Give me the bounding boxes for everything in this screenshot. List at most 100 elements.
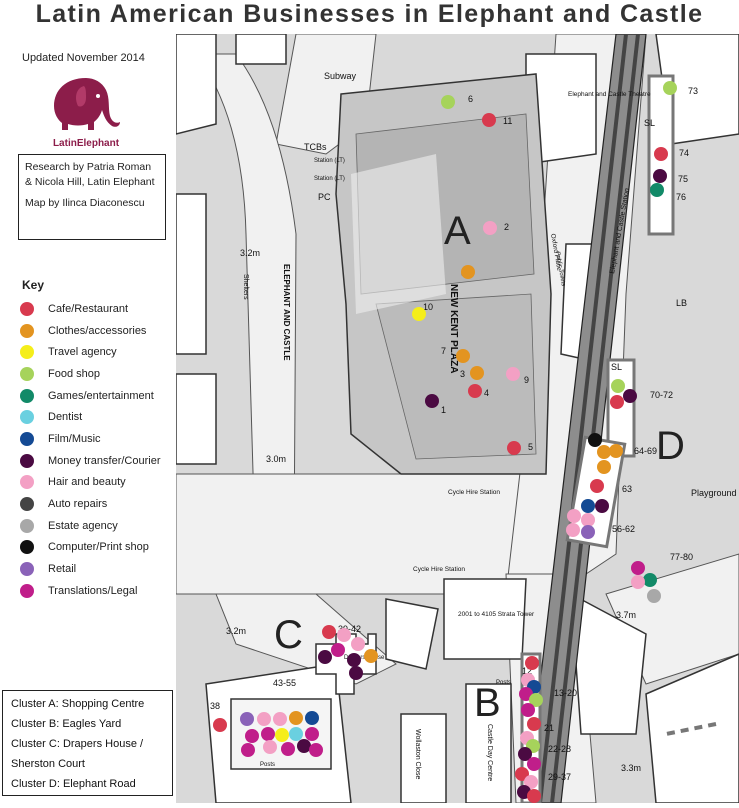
business-marker[interactable] — [581, 513, 595, 527]
business-marker[interactable] — [609, 444, 623, 458]
key-swatch — [20, 431, 34, 446]
business-marker[interactable] — [524, 775, 538, 789]
key-swatch — [20, 583, 34, 598]
business-marker[interactable] — [527, 717, 541, 731]
business-marker[interactable] — [257, 712, 271, 726]
business-marker[interactable] — [507, 441, 521, 455]
key-swatch — [20, 345, 34, 360]
business-marker[interactable] — [643, 573, 657, 587]
map-label: Playground — [691, 488, 737, 498]
business-marker[interactable] — [309, 743, 323, 757]
business-marker[interactable] — [263, 740, 277, 754]
key-label: Dentist — [48, 411, 83, 424]
key-item: Computer/Print shop — [20, 537, 161, 559]
business-marker[interactable] — [240, 712, 254, 726]
business-marker[interactable] — [461, 265, 475, 279]
business-marker[interactable] — [275, 728, 289, 742]
business-marker[interactable] — [322, 625, 336, 639]
map-label: 39-42 — [338, 624, 361, 634]
business-marker[interactable] — [412, 307, 426, 321]
business-marker[interactable] — [337, 628, 351, 642]
business-marker[interactable] — [318, 650, 332, 664]
key-item: Estate agency — [20, 515, 161, 537]
business-marker[interactable] — [331, 643, 345, 657]
business-marker[interactable] — [623, 389, 637, 403]
business-marker[interactable] — [527, 789, 541, 803]
business-marker[interactable] — [483, 221, 497, 235]
map-label: 6 — [468, 94, 473, 104]
business-marker[interactable] — [347, 653, 361, 667]
business-marker[interactable] — [506, 367, 520, 381]
map-label: 1 — [441, 405, 446, 415]
business-marker[interactable] — [521, 703, 535, 717]
business-marker[interactable] — [663, 81, 677, 95]
business-marker[interactable] — [590, 479, 604, 493]
key-label: Food shop — [48, 367, 100, 380]
key-item: Hair and beauty — [20, 472, 161, 494]
business-marker[interactable] — [441, 95, 455, 109]
business-marker[interactable] — [588, 433, 602, 447]
building-drapers-wing — [385, 598, 439, 670]
business-marker[interactable] — [654, 147, 668, 161]
key-swatch — [20, 453, 34, 468]
legend-panel: Updated November 2014 LatinElephant Rese… — [0, 34, 178, 803]
map-label: Public Toilets — [554, 251, 566, 286]
business-marker[interactable] — [529, 693, 543, 707]
business-marker[interactable] — [281, 742, 295, 756]
business-marker[interactable] — [468, 384, 482, 398]
business-marker[interactable] — [581, 499, 595, 513]
map-label: ELEPHANT AND CASTLE — [282, 264, 291, 361]
credits-box: Research by Patria Roman & Nicola Hill, … — [18, 154, 166, 240]
business-marker[interactable] — [349, 666, 363, 680]
business-marker[interactable] — [610, 395, 624, 409]
business-marker[interactable] — [567, 509, 581, 523]
business-marker[interactable] — [289, 711, 303, 725]
business-marker[interactable] — [456, 349, 470, 363]
map-credit: Map by Ilinca Diaconescu — [25, 197, 145, 209]
business-marker[interactable] — [581, 525, 595, 539]
business-marker[interactable] — [525, 656, 539, 670]
business-marker[interactable] — [518, 747, 532, 761]
business-marker[interactable] — [482, 113, 496, 127]
business-marker[interactable] — [297, 739, 311, 753]
map-label: LB — [676, 298, 687, 308]
business-marker[interactable] — [527, 757, 541, 771]
business-marker[interactable] — [213, 718, 227, 732]
business-marker[interactable] — [261, 727, 275, 741]
business-marker[interactable] — [566, 523, 580, 537]
business-marker[interactable] — [273, 712, 287, 726]
business-marker[interactable] — [653, 169, 667, 183]
business-marker[interactable] — [515, 767, 529, 781]
business-marker[interactable] — [245, 729, 259, 743]
street-map[interactable]: A B C D 61128107394157374757670-7264-696… — [175, 33, 739, 805]
business-marker[interactable] — [351, 637, 365, 651]
key-item: Retail — [20, 558, 161, 580]
business-marker[interactable] — [425, 394, 439, 408]
clusters-box: Cluster A: Shopping Centre Cluster B: Ea… — [2, 690, 173, 796]
key-swatch — [20, 301, 34, 316]
map-label: NEW KENT PLAZA — [448, 284, 459, 373]
business-marker[interactable] — [595, 499, 609, 513]
map-label: PC — [318, 192, 331, 202]
business-marker[interactable] — [597, 460, 611, 474]
business-marker[interactable] — [241, 743, 255, 757]
business-marker[interactable] — [631, 575, 645, 589]
map-label: 76 — [676, 192, 686, 202]
key-label: Money transfer/Courier — [48, 454, 161, 467]
business-marker[interactable] — [305, 727, 319, 741]
business-marker[interactable] — [631, 561, 645, 575]
business-marker[interactable] — [289, 727, 303, 741]
business-marker[interactable] — [650, 183, 664, 197]
business-marker[interactable] — [305, 711, 319, 725]
key-label: Clothes/accessories — [48, 324, 147, 337]
business-marker[interactable] — [647, 589, 661, 603]
map-label: Posts — [496, 680, 511, 686]
business-marker[interactable] — [611, 379, 625, 393]
key-swatch — [20, 562, 34, 577]
business-marker[interactable] — [597, 445, 611, 459]
business-marker[interactable] — [470, 366, 484, 380]
map-label: 3.7m — [616, 610, 636, 620]
business-marker[interactable] — [364, 649, 378, 663]
map-label: 64-69 — [634, 446, 657, 456]
